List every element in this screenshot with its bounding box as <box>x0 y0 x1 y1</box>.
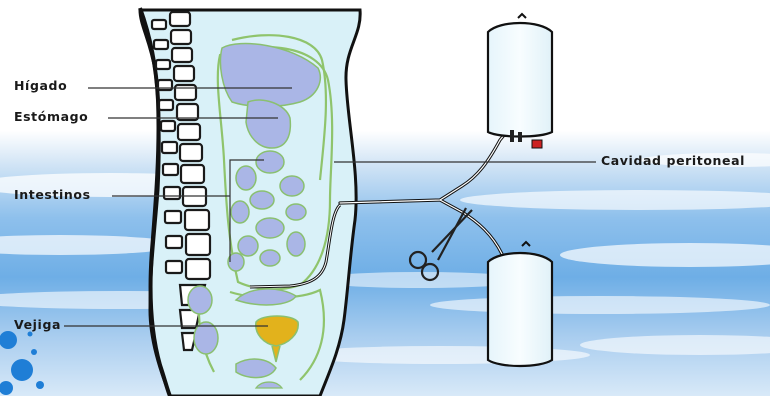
dialysis-bag-bottom <box>488 242 552 366</box>
dialysis-bag-top <box>488 14 552 148</box>
label-estomago: Estómago <box>14 111 88 124</box>
label-higado: Hígado <box>14 80 67 93</box>
label-cavidad-peritoneal: Cavidad peritoneal <box>601 155 745 168</box>
label-intestinos: Intestinos <box>14 189 91 202</box>
label-vejiga: Vejiga <box>14 319 61 332</box>
